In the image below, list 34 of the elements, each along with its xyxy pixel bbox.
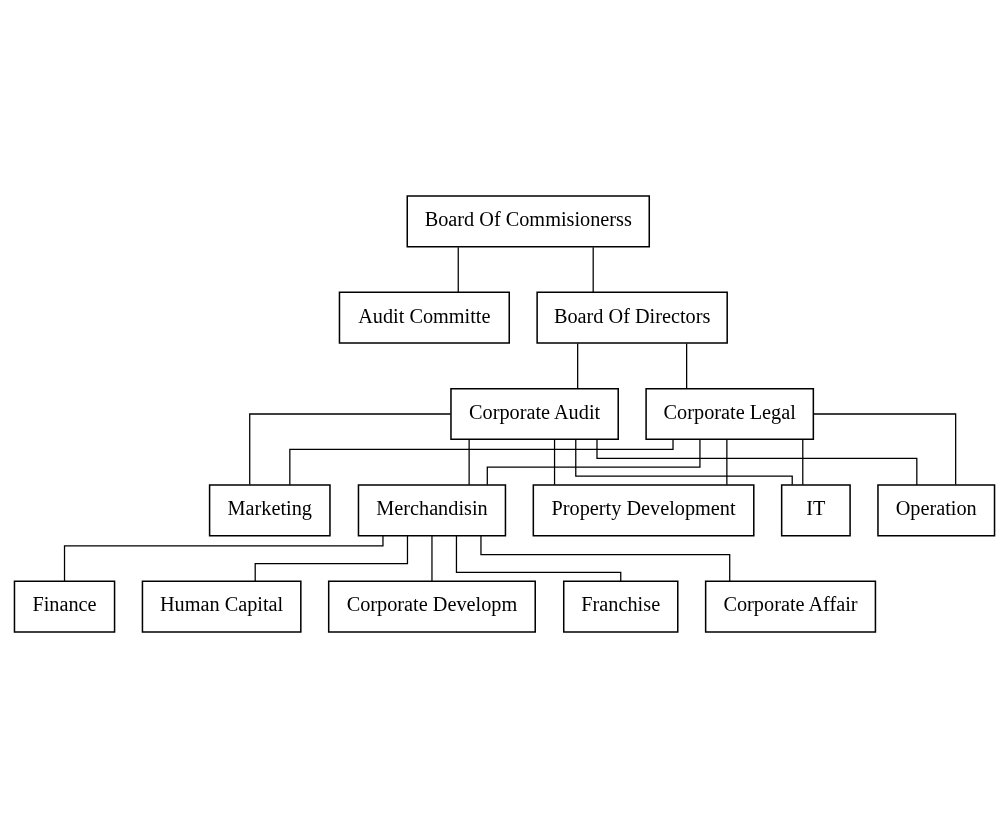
node-box: Board Of Commisionerss [406, 194, 650, 247]
connector [574, 438, 793, 485]
connector [725, 438, 727, 485]
connector [468, 438, 470, 485]
node-box: Audit Committe [338, 291, 510, 344]
connector [457, 246, 459, 293]
connector [254, 534, 408, 582]
connector [576, 342, 578, 389]
node-box: Corporate Legal [644, 387, 814, 440]
connector [801, 438, 803, 485]
connector [486, 438, 701, 485]
connector [553, 438, 555, 485]
connector [288, 438, 674, 485]
node-box: Corporate Audit [449, 387, 619, 440]
node-box: IT [780, 483, 851, 536]
connector [685, 342, 687, 389]
connector [430, 534, 433, 582]
node-box: Merchandisin [357, 483, 506, 536]
node-box: Corporate Developm [327, 580, 536, 633]
node-box: Franchise [562, 580, 679, 633]
connector [63, 534, 384, 582]
connector [812, 412, 956, 485]
node-box: Property Development [532, 483, 755, 536]
node-box: Marketing [208, 483, 331, 536]
node-box: Operation [876, 483, 995, 536]
connector [479, 534, 730, 582]
node-box: Finance [13, 580, 115, 633]
node-box: Corporate Affair [704, 580, 876, 633]
node-box: Board Of Directors [535, 291, 728, 344]
connector [592, 246, 594, 293]
connector [248, 412, 451, 485]
node-box: Human Capital [141, 580, 302, 633]
connector [455, 534, 621, 582]
connector [595, 438, 917, 486]
